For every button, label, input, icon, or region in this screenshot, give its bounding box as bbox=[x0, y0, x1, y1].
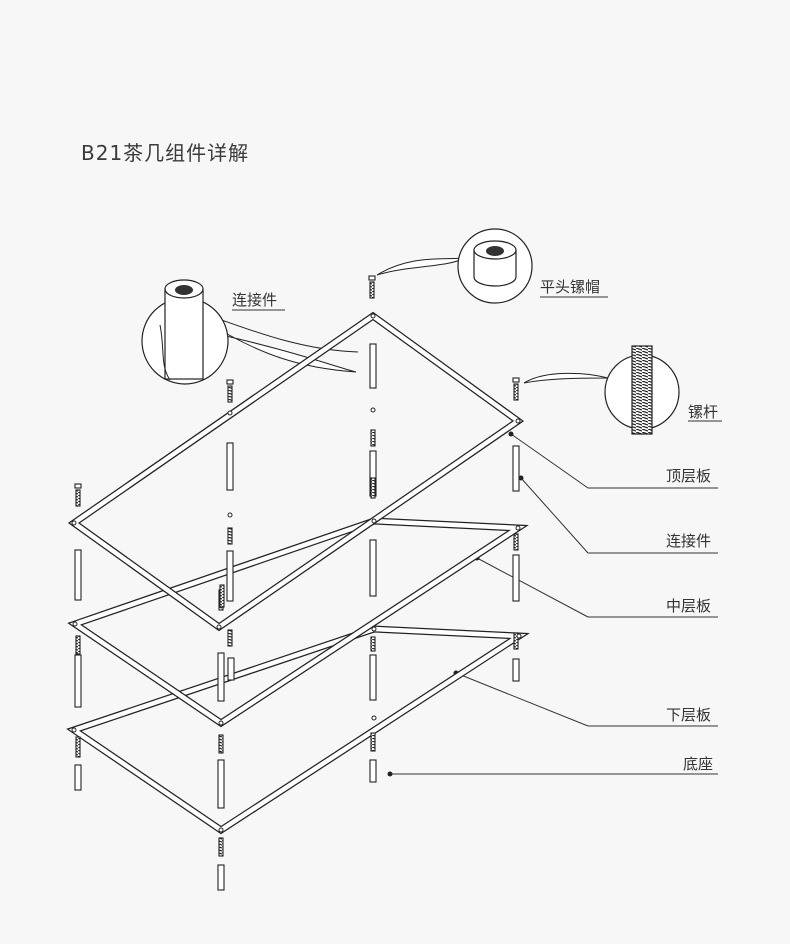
label-connector: 连接件 bbox=[666, 532, 712, 550]
diagram-title: B21茶几组件详解 bbox=[81, 141, 250, 165]
label-bottom-shelf: 下层板 bbox=[666, 706, 712, 724]
rods-middle bbox=[219, 477, 519, 652]
flat-head-nuts bbox=[74, 275, 520, 507]
label-connector-detail: 连接件 bbox=[232, 291, 278, 309]
connectors-middle bbox=[74, 450, 520, 708]
label-top-shelf: 顶层板 bbox=[666, 467, 712, 485]
label-base: 底座 bbox=[683, 755, 714, 773]
leader-lines bbox=[390, 433, 718, 775]
label-flat-head-nut: 平头镙帽 bbox=[540, 278, 601, 296]
connectors-upper bbox=[74, 343, 520, 601]
nut-detail-callout bbox=[376, 228, 533, 304]
base-feet bbox=[74, 759, 377, 891]
rods-lower bbox=[75, 732, 376, 857]
rod-detail-callout bbox=[523, 345, 680, 435]
bottom-shelf-frame bbox=[66, 625, 530, 835]
hardware-parts bbox=[74, 275, 520, 891]
corner-rivets bbox=[71, 313, 522, 833]
connector-detail-callout bbox=[141, 279, 359, 385]
label-screw-rod: 镙杆 bbox=[688, 403, 719, 421]
label-middle-shelf: 中层板 bbox=[666, 597, 712, 615]
middle-shelf-frame bbox=[67, 517, 529, 728]
label-underlines bbox=[232, 296, 722, 422]
